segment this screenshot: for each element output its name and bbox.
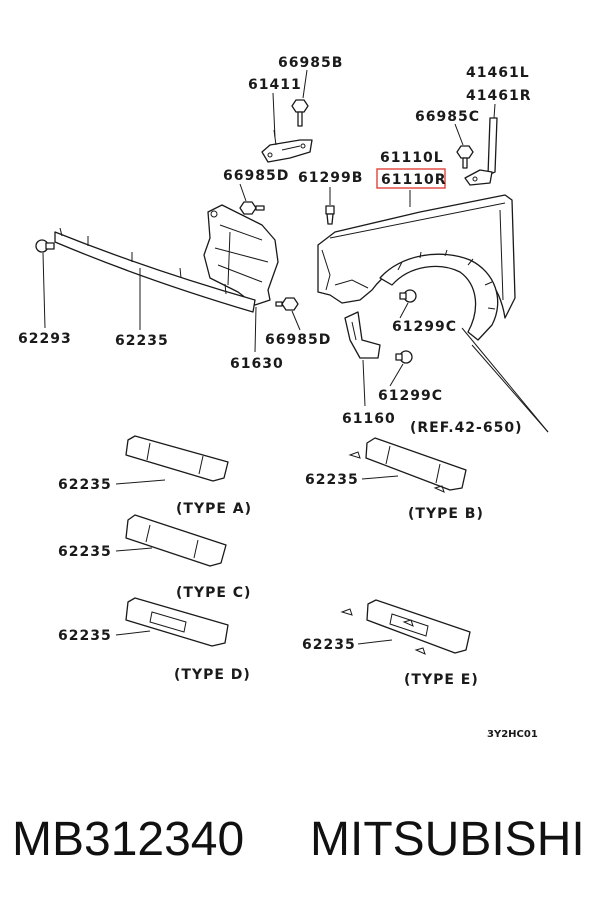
- variant-a-part: 62235: [58, 477, 112, 493]
- variant-type-b: 62235 (TYPE B): [305, 437, 484, 522]
- label-61299b: 61299B: [298, 170, 363, 186]
- variant-a-type: (TYPE A): [176, 501, 252, 517]
- label-61160: 61160: [342, 411, 396, 427]
- bracket-61160: [344, 311, 381, 359]
- bolt-66985b: [291, 99, 309, 127]
- label-66985d-upper: 66985D: [223, 168, 289, 184]
- splash-shield-61630: [203, 204, 279, 306]
- label-66985b: 66985B: [278, 55, 343, 71]
- clip-62293: [35, 239, 55, 253]
- clip-61299c-upper: [399, 289, 417, 303]
- label-66985c: 66985C: [415, 109, 480, 125]
- label-62293: 62293: [18, 331, 72, 347]
- label-61110l: 61110L: [380, 150, 444, 166]
- bolt-66985c: [456, 145, 474, 169]
- wheel-arch-liner: [379, 249, 499, 341]
- bracket-61411: [261, 129, 313, 163]
- variant-c-type: (TYPE C): [176, 585, 251, 601]
- variant-type-c: 62235 (TYPE C): [58, 514, 251, 601]
- label-61299c-upper: 61299C: [392, 319, 457, 335]
- bolt-66985d-upper: [239, 201, 265, 215]
- variant-type-a: 62235 (TYPE A): [58, 435, 252, 517]
- clip-61299b: [325, 205, 335, 225]
- variant-b-part: 62235: [305, 472, 359, 488]
- variant-c-part: 62235: [58, 544, 112, 560]
- footer-brand: MITSUBISHI: [310, 813, 585, 866]
- label-61110r: 61110R: [381, 172, 447, 188]
- label-reference: (REF.42-650): [410, 420, 522, 436]
- leader-lines: [42, 69, 549, 433]
- variant-d-type: (TYPE D): [174, 667, 251, 683]
- label-62235: 62235: [115, 333, 169, 349]
- label-41461l: 41461L: [466, 65, 530, 81]
- footer-part-number: MB312340: [12, 813, 244, 866]
- label-61299c-lower: 61299C: [378, 388, 443, 404]
- clip-61299c-lower: [395, 350, 413, 364]
- label-66985d-lower: 66985D: [265, 332, 331, 348]
- label-61630: 61630: [230, 356, 284, 372]
- bolt-66985d-lower: [275, 297, 299, 311]
- diagram-code: 3Y2HC01: [487, 729, 538, 740]
- variant-e-type: (TYPE E): [404, 672, 479, 688]
- moulding-62235: [54, 227, 256, 313]
- label-41461r: 41461R: [466, 88, 532, 104]
- variant-e-part: 62235: [302, 637, 356, 653]
- variant-d-part: 62235: [58, 628, 112, 644]
- variant-type-e: 62235 (TYPE E): [302, 599, 479, 688]
- label-61411: 61411: [248, 77, 302, 93]
- variant-b-type: (TYPE B): [408, 506, 484, 522]
- variant-type-d: 62235 (TYPE D): [58, 597, 251, 683]
- highlight-box: [376, 168, 446, 189]
- bracket-41461: [464, 117, 498, 186]
